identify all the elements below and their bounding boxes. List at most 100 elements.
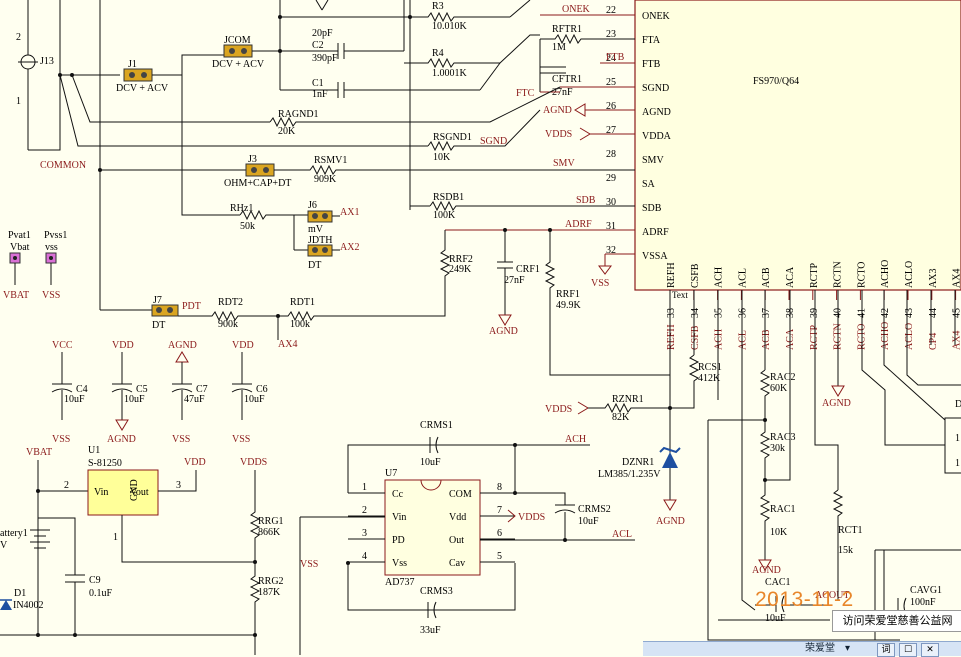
ragnd1-label: RAGND1 bbox=[278, 109, 319, 120]
connector-j13: 2 J13 1 COMMON bbox=[16, 0, 86, 171]
dznr1-value: LM385/1.235V bbox=[598, 469, 661, 480]
taskbar-button-3[interactable]: ✕ bbox=[921, 643, 939, 657]
rrf2-label: RRF2 bbox=[449, 254, 473, 265]
jumper-j6: J6 mV bbox=[307, 200, 333, 235]
taskbar-dropdown-icon[interactable]: ▾ bbox=[845, 643, 851, 654]
net-vdds-rrg: VDDS bbox=[240, 457, 267, 468]
pvss1-sub: vss bbox=[45, 242, 58, 253]
ic-bottom-pin-name: RCTP bbox=[809, 263, 820, 288]
u7-pin-number: 2 bbox=[362, 505, 367, 516]
c6-label: C6 bbox=[256, 384, 268, 395]
u1-vout: Vout bbox=[130, 487, 149, 498]
r3-value: 10.010K bbox=[432, 21, 468, 32]
cavg1-value: 100nF bbox=[910, 597, 936, 608]
j6-label: J6 bbox=[308, 200, 317, 211]
diode-d1: D1 IN4002 bbox=[0, 588, 44, 611]
rct1-label: RCT1 bbox=[838, 525, 862, 536]
resistor-rac2: RAC2 60K bbox=[759, 369, 796, 420]
jdth-label: JDTH bbox=[308, 235, 332, 246]
rdt2-value: 900k bbox=[218, 319, 238, 330]
ic-bottom-pin-number: 34 bbox=[690, 308, 701, 318]
taskbar-button-1[interactable]: 词 bbox=[877, 643, 895, 657]
rcs1-value: 412K bbox=[698, 373, 721, 384]
cac1-label: CAC1 bbox=[765, 577, 791, 588]
ic-pin-name: ADRF bbox=[642, 227, 669, 238]
resistor-ragnd1: RAGND1 20K bbox=[269, 109, 330, 137]
resistor-rsgnd1: RSGND1 10K bbox=[427, 109, 541, 163]
rdt2-label: RDT2 bbox=[218, 297, 243, 308]
cap-c7: AGND C7 47uF VSS bbox=[168, 340, 208, 445]
u7-pin-number: 3 bbox=[362, 528, 367, 539]
u1-gnd: GND bbox=[129, 479, 140, 501]
net-vss-u7: VSS bbox=[300, 559, 318, 570]
cap-c4: VCC C4 10uF VSS bbox=[51, 340, 88, 445]
c9-label: C9 bbox=[89, 575, 101, 586]
resistor-r3: R3 10.010K bbox=[410, 1, 510, 32]
u7-pin-number: 6 bbox=[497, 528, 502, 539]
crf1-label: CRF1 bbox=[516, 264, 540, 275]
net-agnd-pin26: AGND bbox=[543, 105, 572, 116]
net-ftc: FTC bbox=[516, 88, 535, 99]
rrf1-label: RRF1 bbox=[556, 289, 580, 300]
cap-c1: C1 1nF bbox=[280, 78, 480, 100]
battery-value: V bbox=[0, 540, 8, 551]
net-adrf: ADRF bbox=[565, 219, 592, 230]
c1-value: 1nF bbox=[312, 89, 328, 100]
ic-bottom-pin-number: 44 bbox=[928, 308, 939, 318]
c4-value: 10uF bbox=[64, 394, 85, 405]
resistor-rdt1: RDT1 100k bbox=[280, 297, 446, 330]
net-ftb: FTB bbox=[606, 52, 625, 63]
taskbar-item-title[interactable]: 荣爱堂 bbox=[805, 643, 835, 654]
cap-crf1: CRF1 27nF bbox=[497, 230, 540, 315]
rac2-label: RAC2 bbox=[770, 372, 796, 383]
net-ach-u7: ACH bbox=[565, 434, 586, 445]
ic-bottom-pin-net: ACHO bbox=[880, 322, 891, 350]
net-vdd-c5: VDD bbox=[112, 340, 134, 351]
rac2-value: 60K bbox=[770, 383, 788, 394]
ic-pin-number: 31 bbox=[606, 221, 616, 232]
ic-right-pins: ONEK22FTA23FTB24SGND25AGND26VDDA27SMV28S… bbox=[606, 5, 672, 262]
battery-1: attery1 V bbox=[0, 528, 50, 551]
cftr1-value: 27nF bbox=[552, 87, 573, 98]
cap-c5: VDD C5 10uF AGND bbox=[107, 340, 148, 445]
jumper-jcom: JCOM DCV + ACV bbox=[212, 35, 265, 70]
net-vdd-c6: VDD bbox=[232, 340, 254, 351]
ic-bottom-pin-name: ACA bbox=[785, 266, 796, 288]
u7-pin-number: 4 bbox=[362, 551, 367, 562]
ic-u7: U7 AD737 bbox=[384, 468, 481, 588]
net-pdt: PDT bbox=[182, 301, 201, 312]
ic-bottom-pin-net: AX4 bbox=[952, 331, 961, 350]
ic-bottom-pin-name: ACB bbox=[761, 267, 772, 288]
ic-pin-name: SDB bbox=[642, 203, 662, 214]
ic-bottom-pin-number: 43 bbox=[904, 308, 915, 318]
net-vbat-u1: VBAT bbox=[26, 447, 52, 458]
rsdb1-label: RSDB1 bbox=[433, 192, 464, 203]
ic-bottom-pin-number: 37 bbox=[761, 308, 772, 318]
cap-c2: C2 390pF bbox=[280, 40, 404, 64]
ic-pin-number: 22 bbox=[606, 5, 616, 16]
rrg2-value: 187K bbox=[258, 587, 281, 598]
cap-cftr1: CFTR1 27nF bbox=[540, 66, 582, 98]
rznr1-label: RZNR1 bbox=[612, 394, 644, 405]
resistor-r4: R4 1.0001K bbox=[404, 34, 540, 79]
net-vcc-c4: VCC bbox=[52, 340, 73, 351]
rsgnd1-label: RSGND1 bbox=[433, 132, 472, 143]
rsdb1-value: 100K bbox=[433, 210, 456, 221]
rsmv1-value: 909K bbox=[314, 174, 337, 185]
resistor-rsdb1: RSDB1 100K bbox=[429, 192, 635, 221]
cavg1-label: CAVG1 bbox=[910, 585, 942, 596]
net-vss-tp: VSS bbox=[42, 290, 60, 301]
rhz1-label: RHz1 bbox=[230, 203, 253, 214]
ic-fs970: FS970/Q64 Text bbox=[634, 0, 961, 300]
rftr1-label: RFTR1 bbox=[552, 24, 582, 35]
ic-bottom-pin-number: 42 bbox=[880, 308, 891, 318]
rznr1-value: 82K bbox=[612, 412, 630, 423]
jumper-jdth: JDTH DT bbox=[307, 235, 333, 271]
ic-pin-name: SA bbox=[642, 179, 656, 190]
ic-pin-name: VDDA bbox=[642, 131, 672, 142]
ic-pin-number: 24 bbox=[606, 53, 616, 64]
net-agnd-zener: AGND bbox=[656, 516, 685, 527]
cap-crms2: CRMS2 10uF bbox=[554, 504, 611, 540]
c2-value: 390pF bbox=[312, 53, 338, 64]
